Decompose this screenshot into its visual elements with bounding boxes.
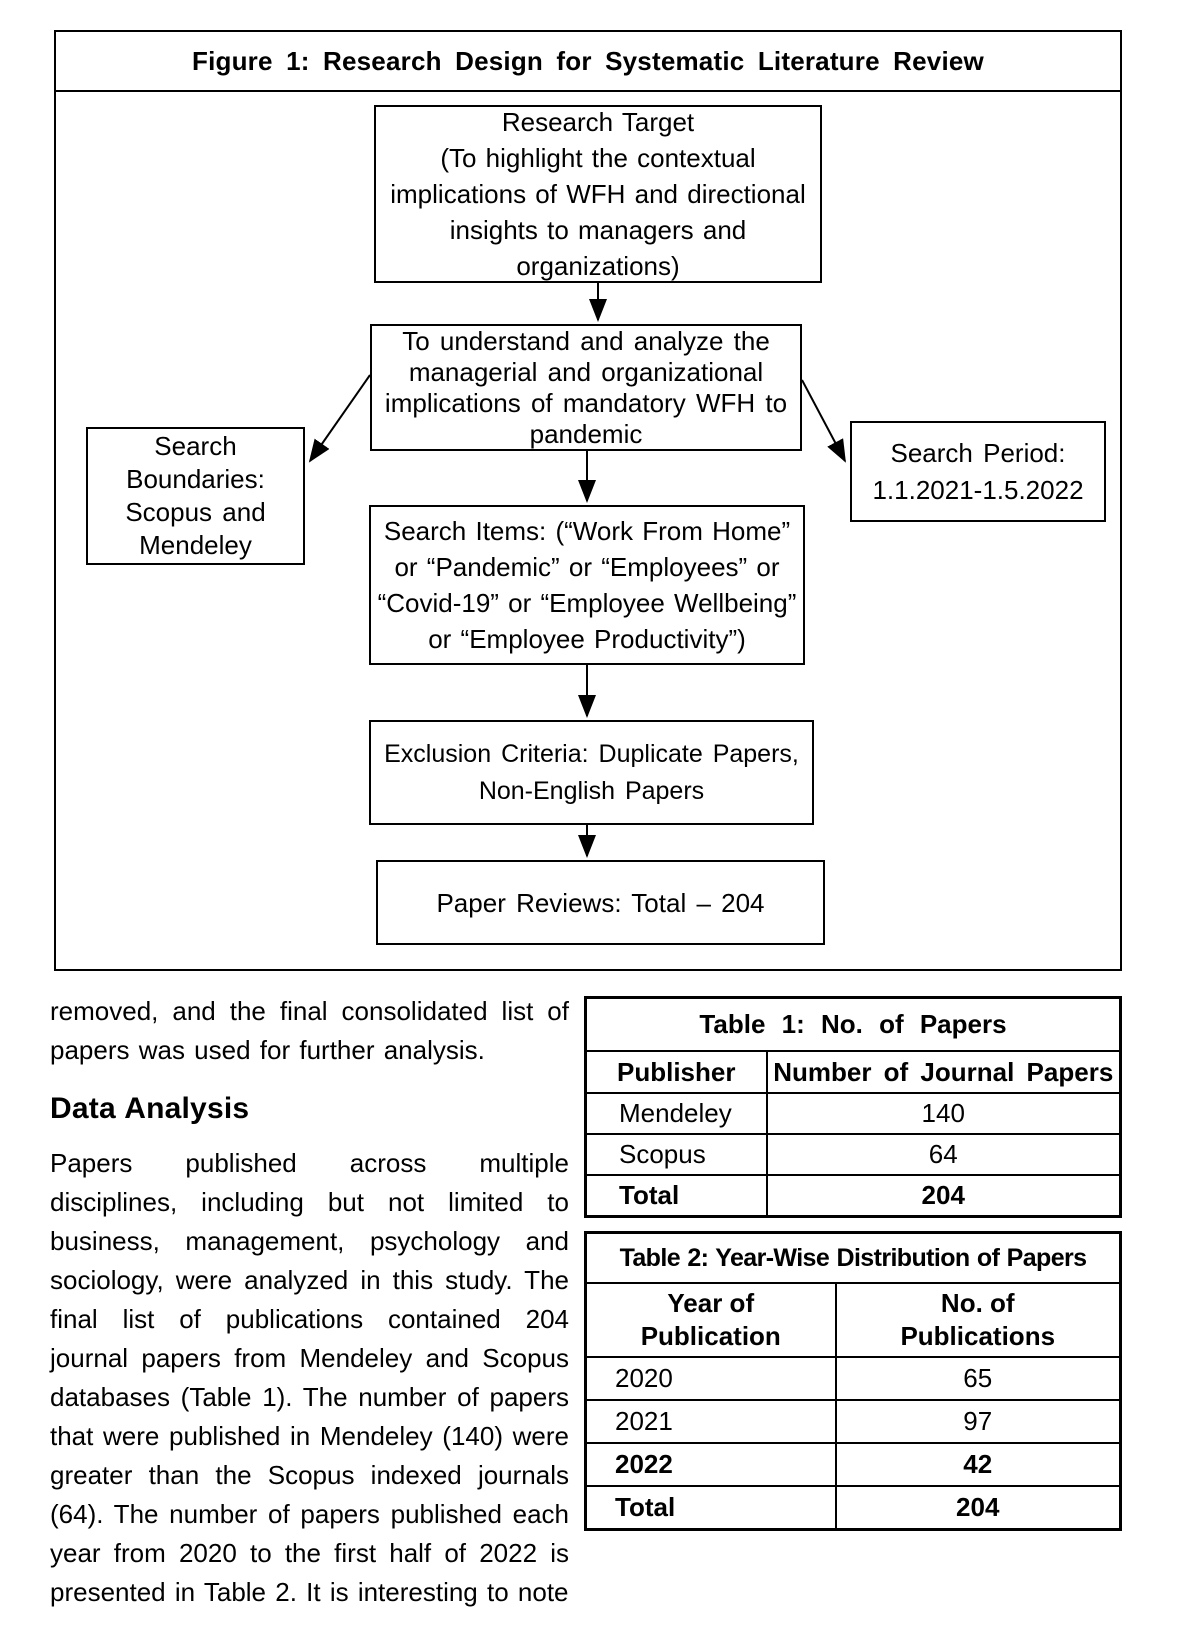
column-header-year-of-publication: Year of Publication: [584, 1282, 837, 1358]
flow-box-research-target: Research Target (To highlight the contex…: [374, 105, 822, 283]
paragraph: Papers published across multiple discipl…: [50, 1148, 569, 1607]
figure-title: Figure 1: Research Design for Systematic…: [56, 32, 1120, 92]
cell-count: 42: [834, 1442, 1122, 1487]
cell-publisher: Mendeley: [584, 1092, 768, 1135]
cell-count: 65: [834, 1356, 1122, 1401]
table-2-caption: Table 2: Year-Wise Distribution of Paper…: [584, 1231, 1122, 1284]
figure-1-panel: Figure 1: Research Design for Systematic…: [54, 30, 1122, 971]
cell-total-count: 204: [834, 1485, 1122, 1531]
cell-count: 140: [765, 1092, 1122, 1135]
cell-count: 97: [834, 1399, 1122, 1444]
flow-box-search-items: Search Items: (“Work From Home” or “Pand…: [369, 505, 805, 665]
table-1: Table 1: No. of Papers Publisher Number …: [584, 996, 1122, 1218]
cell-year: 2021: [584, 1399, 837, 1444]
cell-total-label: Total: [584, 1174, 768, 1218]
flow-box-exclusion-criteria: Exclusion Criteria: Duplicate Papers, No…: [369, 720, 814, 825]
table-row: 2021 97: [584, 1399, 1122, 1444]
table-row: 2020 65: [584, 1356, 1122, 1401]
flow-box-search-boundaries: Search Boundaries: Scopus and Mendeley: [86, 427, 305, 565]
arrow-down-right-icon: [801, 379, 846, 463]
flow-box-paper-reviews: Paper Reviews: Total – 204: [376, 860, 825, 945]
cell-total-label: Total: [584, 1485, 837, 1531]
body-text-column: removed, and the final consolidated list…: [50, 992, 569, 1612]
column-header-publisher: Publisher: [584, 1050, 768, 1094]
table-1-caption: Table 1: No. of Papers: [584, 996, 1122, 1052]
tables-column: Table 1: No. of Papers Publisher Number …: [584, 996, 1122, 1531]
cell-year: 2020: [584, 1356, 837, 1401]
cell-year: 2022: [584, 1442, 837, 1487]
flow-box-objective: To understand and analyze the managerial…: [370, 324, 802, 451]
column-header-number-of-journal-papers: Number of Journal Papers: [765, 1050, 1122, 1094]
table-row: 2022 42: [584, 1442, 1122, 1487]
cell-count: 64: [765, 1133, 1122, 1176]
cell-publisher: Scopus: [584, 1133, 768, 1176]
table-total-row: Total 204: [584, 1174, 1122, 1218]
section-heading: Data Analysis: [50, 1092, 250, 1125]
table-row: Scopus 64: [584, 1133, 1122, 1176]
table-total-row: Total 204: [584, 1485, 1122, 1531]
column-header-no-of-publications: No. of Publications: [834, 1282, 1122, 1358]
table-2: Table 2: Year-Wise Distribution of Paper…: [584, 1231, 1122, 1531]
arrow-down-left-icon: [308, 374, 371, 463]
flow-box-search-period: Search Period: 1.1.2021-1.5.2022: [850, 421, 1106, 522]
cell-total-count: 204: [765, 1174, 1122, 1218]
paragraph: removed, and the final consolidated list…: [50, 996, 569, 1065]
table-row: Mendeley 140: [584, 1092, 1122, 1135]
